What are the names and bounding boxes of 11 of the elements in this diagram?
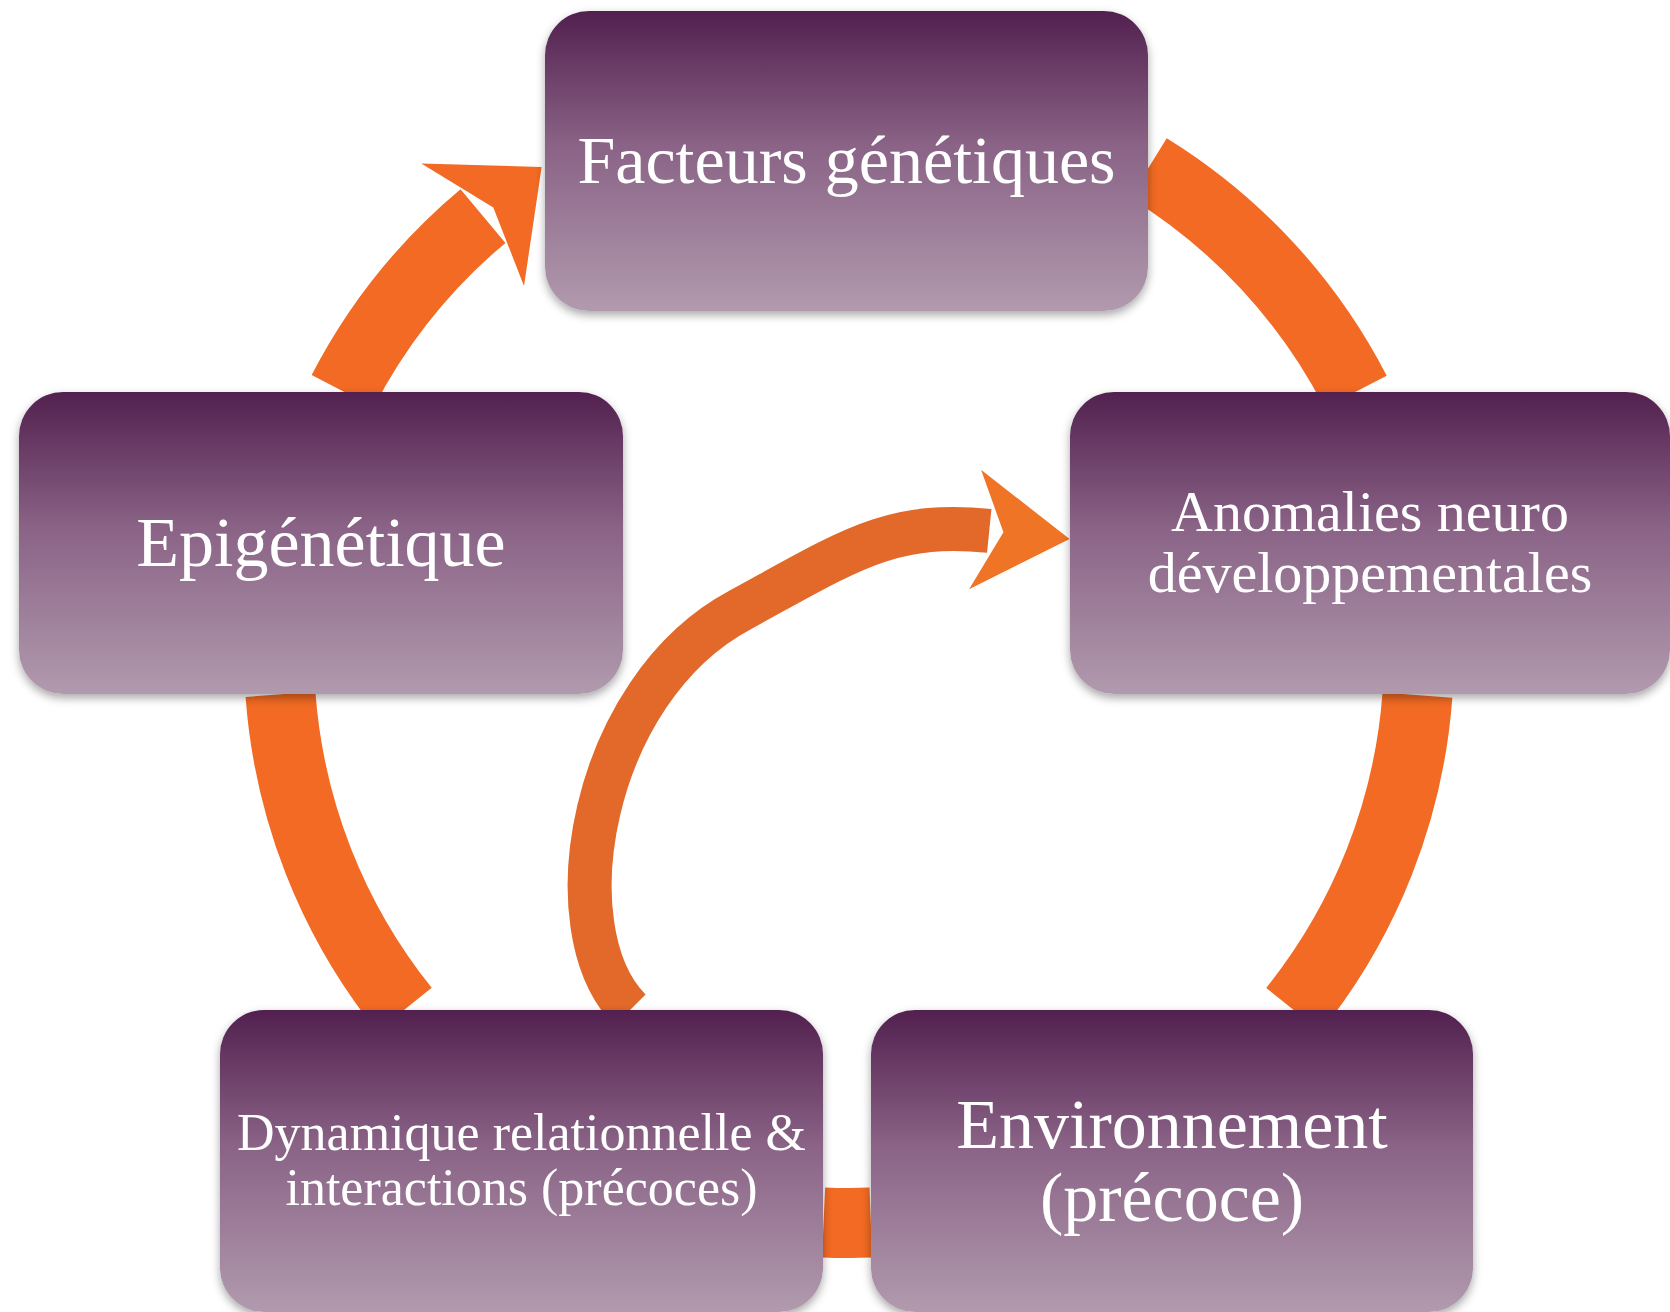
box-label: Anomalies neuro développementales: [1146, 482, 1594, 604]
box-label: Environnement (précoce): [955, 1087, 1389, 1235]
process-box: [19, 392, 623, 694]
box-label: Facteurs génétiques: [577, 125, 1116, 197]
box-label: Dynamique relationnelle & interactions (précoces): [236, 1106, 807, 1216]
process-box: [220, 1010, 823, 1312]
box-label: Epigénétique: [136, 506, 506, 580]
ring-segment: [822, 1187, 872, 1258]
process-box: [545, 11, 1148, 311]
process-box: [1070, 392, 1670, 694]
process-box: [871, 1010, 1473, 1312]
